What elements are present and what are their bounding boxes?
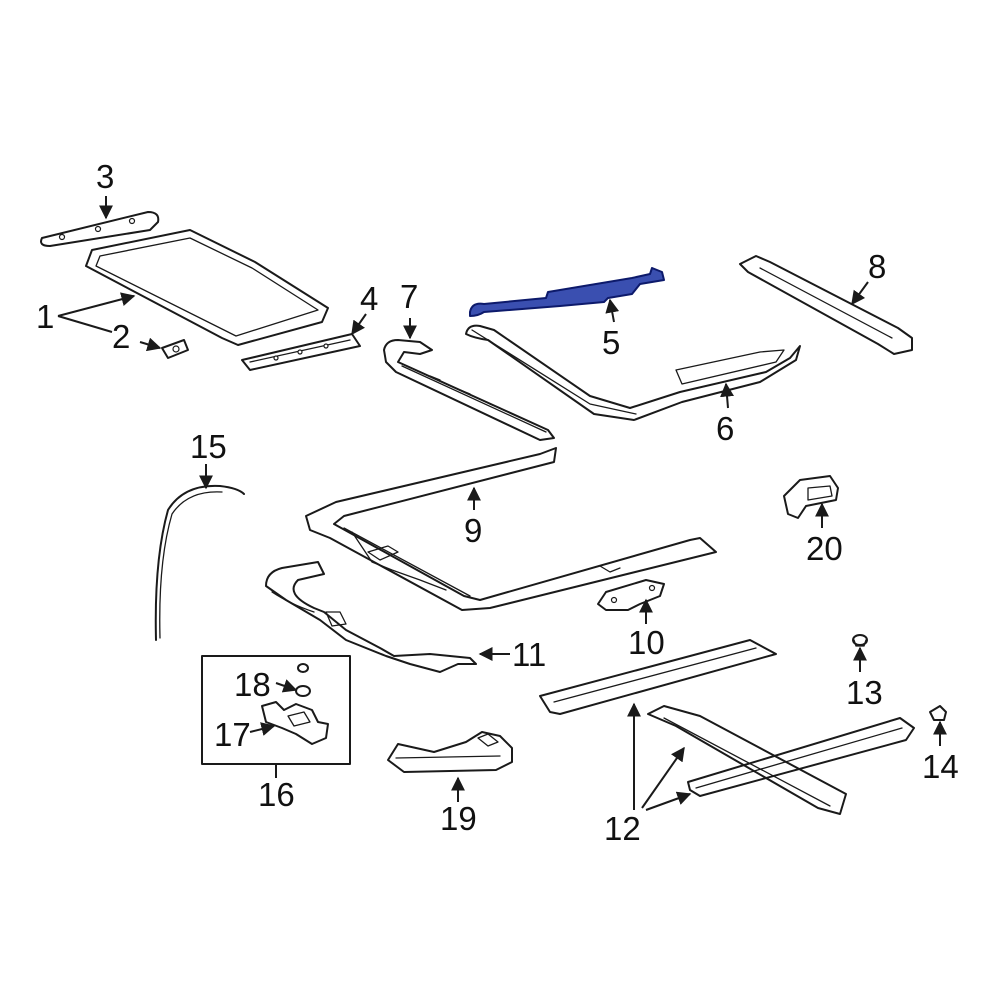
callout-20: 20 [806,530,843,567]
callout-5: 5 [602,324,620,361]
part-4-rail-trim[interactable] [241,333,361,371]
callout-8: 8 [868,248,886,285]
callout-17: 17 [214,716,251,753]
callout-15: 15 [190,428,227,465]
part-3-trim-strip[interactable] [40,211,160,247]
part-1-glass-panel[interactable] [85,229,329,346]
callout-3: 3 [96,158,114,195]
callout-13: 13 [846,674,883,711]
part-2-clip[interactable] [161,339,189,359]
part-11-drive-cable[interactable] [265,561,477,673]
leader-lines [57,196,947,811]
callout-19: 19 [440,800,477,837]
callout-2: 2 [112,318,130,355]
callout-9: 9 [464,512,482,549]
part-13-plug[interactable] [852,634,868,647]
callout-4: 4 [360,280,378,317]
part-18-washer[interactable] [295,663,311,697]
callout-11: 11 [512,636,546,673]
callout-7: 7 [400,278,418,315]
part-15-weatherstrip[interactable] [154,484,245,641]
callout-6: 6 [716,410,734,447]
callout-14: 14 [922,748,959,785]
callout-10: 10 [628,624,665,661]
part-12-drain-rails[interactable] [539,639,915,815]
part-5-highlighted-part[interactable] [469,267,665,317]
part-6-frame-seal[interactable] [465,324,801,421]
part-7-guide-rail[interactable] [383,339,555,441]
part-8-rear-rail[interactable] [739,255,913,355]
part-19-housing[interactable] [387,731,513,773]
callout-1: 1 [36,298,54,335]
part-14-clip[interactable] [929,705,947,721]
callout-12: 12 [604,810,641,847]
part-20-cover[interactable] [783,475,839,519]
part-17-motor[interactable] [261,701,329,745]
callout-18: 18 [234,666,271,703]
part-10-bracket[interactable] [597,579,665,611]
callout-16: 16 [258,776,295,813]
part-9-main-frame[interactable] [305,447,717,611]
callout-labels: 1 2 3 4 5 6 7 8 9 10 11 12 13 14 15 16 1… [36,158,959,847]
